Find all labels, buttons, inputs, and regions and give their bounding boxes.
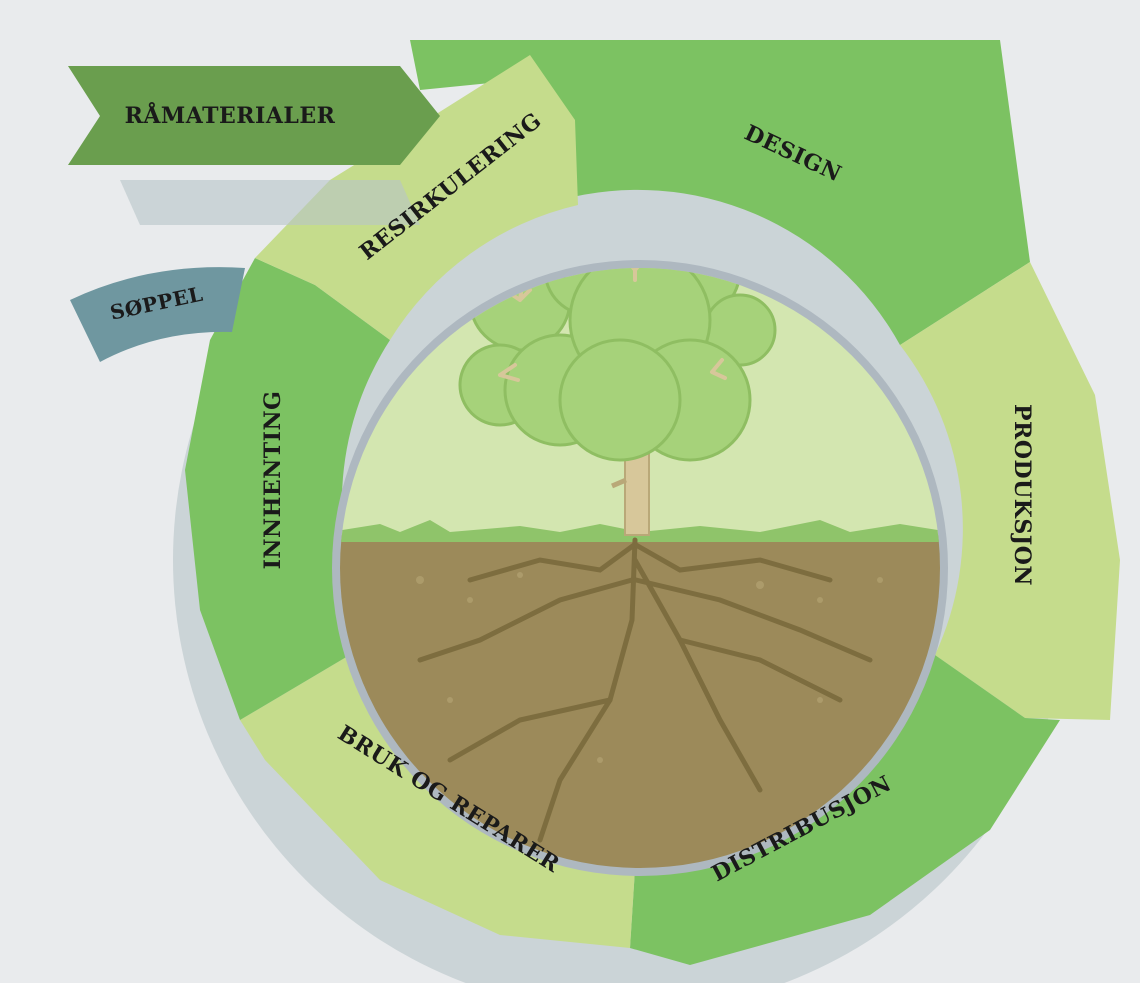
label-ramaterialer: RÅMATERIALER: [125, 102, 336, 129]
roots-illustration: [417, 537, 873, 843]
segment-produksjon: [900, 262, 1120, 720]
cycle-ring: [185, 40, 1120, 965]
segment-resirkulering: [255, 55, 578, 340]
soppel-arrow: SØPPEL: [70, 267, 245, 362]
ramaterialer-banner: RÅMATERIALER: [68, 66, 440, 225]
label-produksjon: PRODUKSJON: [1009, 404, 1035, 586]
segment-distribusjon: [630, 655, 1060, 965]
label-innhenting: INNHENTING: [260, 391, 286, 570]
